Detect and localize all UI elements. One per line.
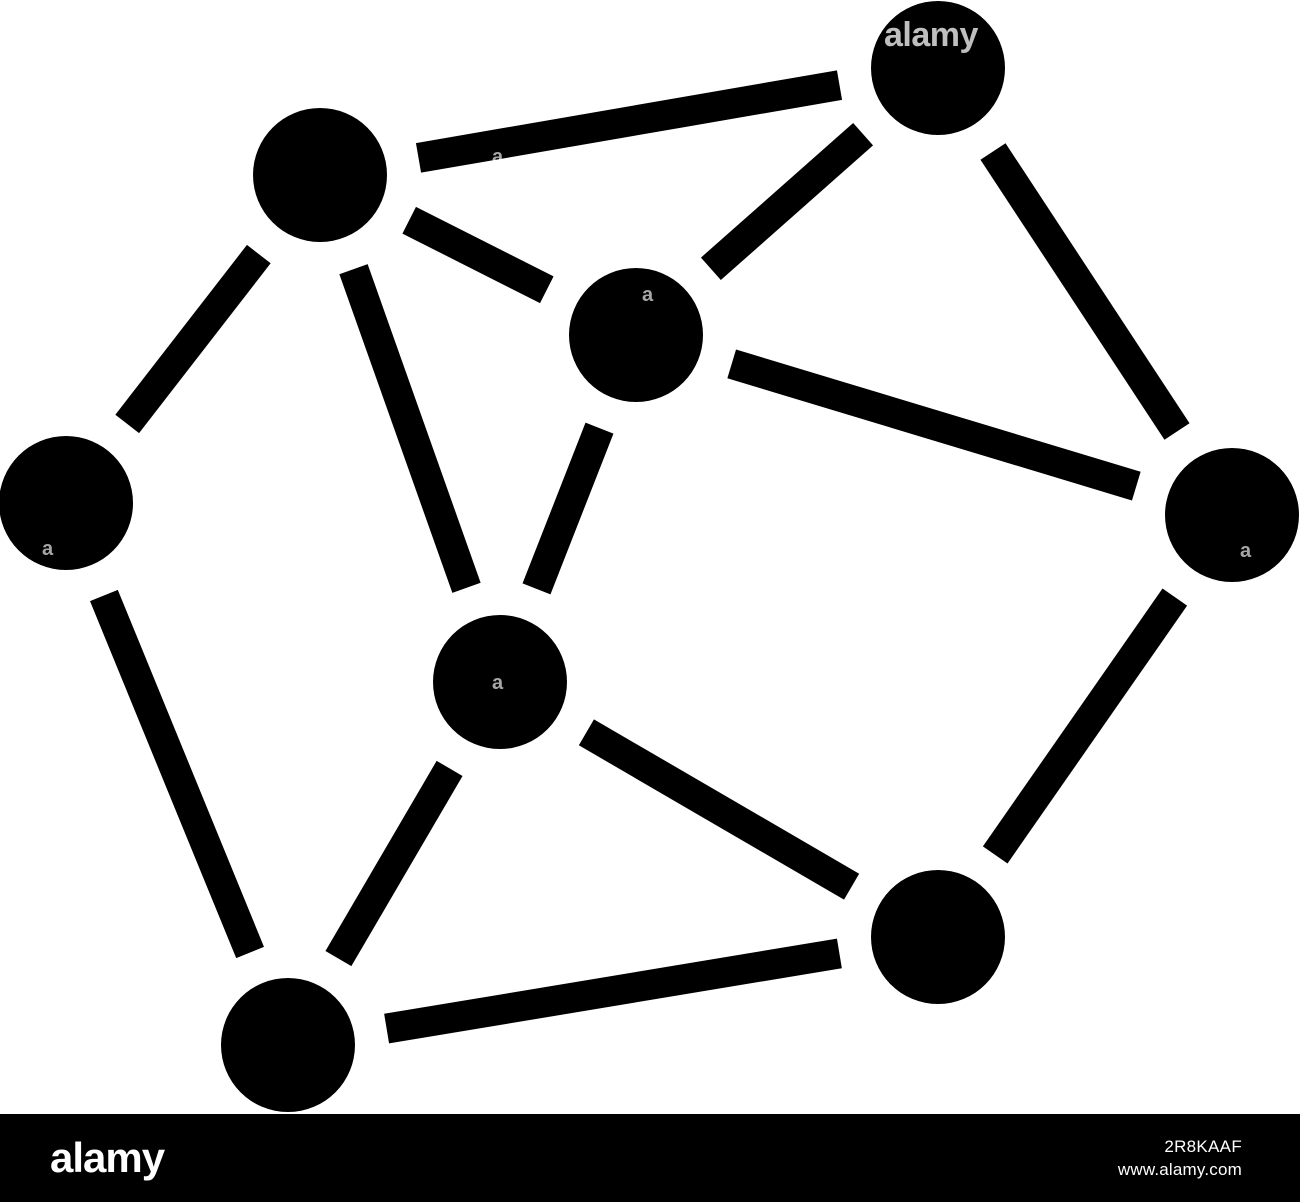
edge-n2-n5 [980, 143, 1190, 440]
molecule-network-icon [0, 1, 1299, 1112]
site-url: www.alamy.com [1117, 1160, 1242, 1179]
edge-n1-n6 [339, 264, 481, 593]
image-id: 2R8KAAF [1164, 1137, 1242, 1156]
watermark-footer: alamy 2R8KAAF www.alamy.com [0, 1114, 1300, 1202]
icon-stage: alamy a a a a a [0, 1, 1299, 1112]
node-n7 [871, 870, 1005, 1004]
edge-n7-n8 [384, 938, 842, 1044]
edge-n4-n8 [90, 589, 264, 959]
edge-n1-n3 [402, 206, 554, 304]
edge-n1-n4 [115, 244, 271, 434]
edge-n6-n7 [578, 719, 860, 900]
node-n2 [871, 1, 1005, 135]
edge-n6-n8 [325, 760, 463, 967]
footer-meta: 2R8KAAF www.alamy.com [1118, 1138, 1242, 1178]
node-n6 [433, 615, 567, 749]
node-n5 [1165, 448, 1299, 582]
edge-n3-n6 [522, 422, 614, 595]
edge-n1-n2 [415, 70, 843, 173]
brand-logo: alamy [50, 1134, 165, 1181]
node-n8 [221, 978, 355, 1112]
edge-n2-n3 [700, 122, 874, 281]
node-n1 [253, 108, 387, 242]
edge-n3-n5 [727, 349, 1141, 501]
edge-n5-n7 [982, 588, 1188, 864]
node-n3 [569, 268, 703, 402]
node-n4 [0, 436, 133, 570]
